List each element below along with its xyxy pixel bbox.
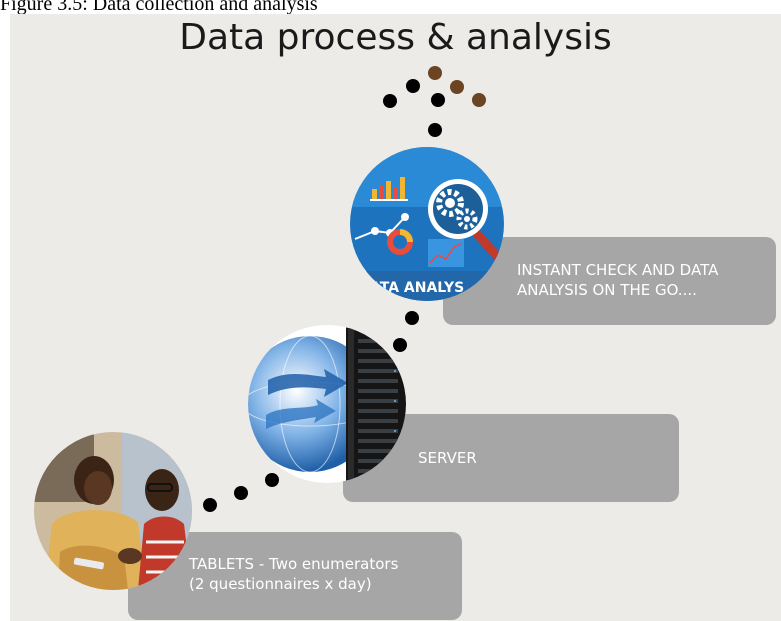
dot (234, 486, 248, 500)
tablets-label-box (128, 532, 462, 620)
analysis-label-line1: INSTANT CHECK AND DATA (517, 261, 719, 279)
tablets-label-line1: TABLETS - Two enumerators (189, 555, 399, 573)
analysis-label: INSTANT CHECK AND DATA ANALYSIS ON THE G… (517, 260, 718, 300)
tablets-label-line2: (2 questionnaires x day) (189, 575, 372, 593)
dot (428, 123, 442, 137)
data-analysis-gears-icon: ATA ANALYS (350, 147, 504, 301)
dot (383, 94, 397, 108)
dot (405, 311, 419, 325)
dot (472, 93, 486, 107)
dot (450, 80, 464, 94)
people-with-tablet-photo (34, 432, 192, 590)
figure-caption: Figure 3.5: Data collection and analysis (0, 0, 318, 15)
analysis-image-text: ATA ANALYS (370, 280, 464, 296)
analysis-label-line2: ANALYSIS ON THE GO.... (517, 281, 697, 299)
dot (265, 473, 279, 487)
globe-server-icon (248, 325, 406, 483)
slide: Data process & analysis INSTANT CHECK AN… (10, 14, 781, 621)
dot (393, 338, 407, 352)
server-label: SERVER (418, 449, 477, 467)
dot (431, 93, 445, 107)
dot (428, 66, 442, 80)
dot (406, 79, 420, 93)
tablets-label: TABLETS - Two enumerators (2 questionnai… (189, 554, 398, 594)
dot (203, 498, 217, 512)
slide-title: Data process & analysis (179, 17, 612, 58)
